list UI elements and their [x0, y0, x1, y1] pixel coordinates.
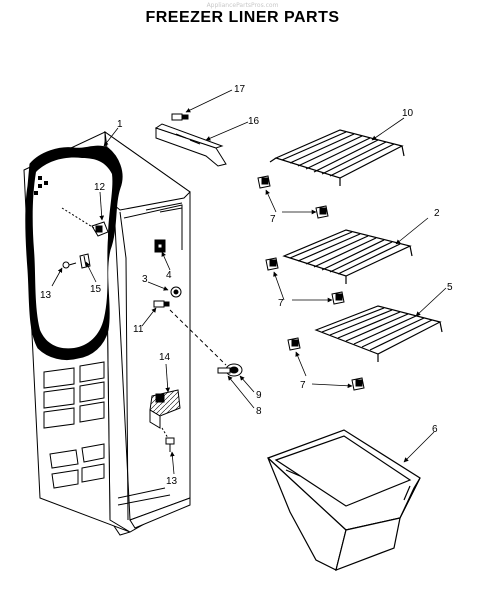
callout-15: 15: [90, 284, 102, 295]
clip-part-15: [79, 253, 91, 269]
shelf-clip-7-top-left: [257, 175, 271, 189]
liner-vent-icon: [34, 176, 48, 195]
callout-6: 6: [432, 424, 438, 435]
callout-3: 3: [142, 274, 148, 285]
shelf-clip-7-low-left: [287, 337, 301, 351]
shelf-clip-7-mid-right: [331, 291, 345, 305]
callout-5: 5: [447, 282, 453, 293]
wire-shelf-part-5: [314, 305, 443, 362]
liner-side-panel-grid: [43, 361, 105, 489]
screw-part-11: [153, 300, 170, 308]
control-knob-part-8-9: [217, 363, 243, 377]
mounting-bracket-part-16: [154, 123, 227, 167]
callout-16: 16: [248, 116, 260, 127]
screw-part-13-lower: [165, 437, 175, 452]
callout-10: 10: [402, 108, 414, 119]
callout-14: 14: [159, 352, 171, 363]
wire-shelf-part-2: [282, 229, 413, 284]
callout-7-mid: 7: [278, 298, 284, 309]
diagram-title: FREEZER LINER PARTS: [145, 9, 340, 26]
screw-part-13-upper: [62, 261, 77, 269]
bracket-part-14: [149, 389, 181, 429]
callout-1: 1: [117, 119, 123, 130]
shelf-clip-7-low-right: [351, 377, 365, 391]
bracket-part-12: [91, 221, 109, 237]
callout-13-upper: 13: [40, 290, 52, 301]
callout-7-top: 7: [270, 214, 276, 225]
storage-bin-part-6: [266, 429, 421, 571]
callout-11: 11: [133, 324, 144, 335]
switch-part-4: [154, 239, 166, 253]
callout-13-lower: 13: [166, 476, 178, 487]
callout-9: 9: [256, 390, 262, 401]
callout-2: 2: [434, 208, 440, 219]
watermark: AppliancePartsPros.com: [206, 2, 279, 9]
callout-17: 17: [234, 84, 246, 95]
screw-part-17: [171, 113, 189, 121]
callout-12: 12: [94, 182, 106, 193]
knob-part-3: [170, 286, 182, 298]
shelf-clip-7-top-right: [315, 205, 329, 219]
shelf-clip-7-mid-left: [265, 257, 279, 271]
callout-7-low: 7: [300, 380, 306, 391]
wire-shelf-part-10: [269, 129, 405, 186]
callout-8: 8: [256, 406, 262, 417]
callout-4: 4: [166, 270, 172, 281]
